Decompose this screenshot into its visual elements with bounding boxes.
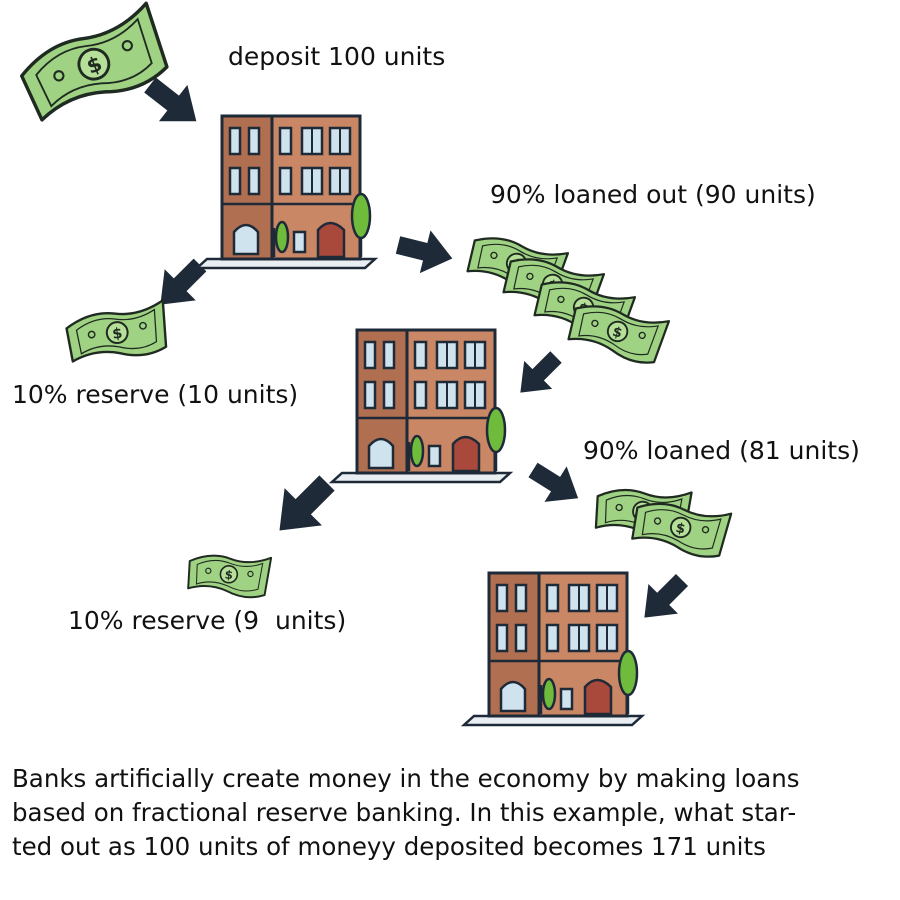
- caption-line: Banks artificially create money in the e…: [12, 764, 800, 793]
- dollar-bill-icon: [63, 299, 172, 367]
- bank-building-icon: [330, 328, 512, 484]
- loan-1-label: 90% loaned out (90 units): [490, 180, 816, 209]
- arrow-icon: [629, 565, 697, 633]
- arrow-icon: [392, 223, 458, 280]
- arrow-icon: [521, 452, 590, 516]
- loan-2-label: 90% loaned (81 units): [583, 436, 860, 465]
- dollar-bill-icon: [12, 1, 176, 127]
- caption-line: based on fractional reserve banking. In …: [12, 798, 797, 827]
- caption-line: ted out as 100 units of moneyy deposited…: [12, 832, 766, 861]
- dollar-bill-icon: [185, 548, 273, 601]
- dollar-bill-stack-81: [592, 481, 733, 562]
- arrow-icon: [260, 464, 346, 550]
- reserve-2-label: 10% reserve (9 units): [68, 606, 347, 635]
- caption: Banks artificially create money in the e…: [12, 762, 892, 864]
- deposit-label: deposit 100 units: [228, 42, 446, 71]
- bank-building-icon: [195, 114, 377, 270]
- reserve-1-label: 10% reserve (10 units): [12, 380, 299, 409]
- bank-building-icon: [462, 571, 644, 727]
- arrow-icon: [506, 342, 571, 407]
